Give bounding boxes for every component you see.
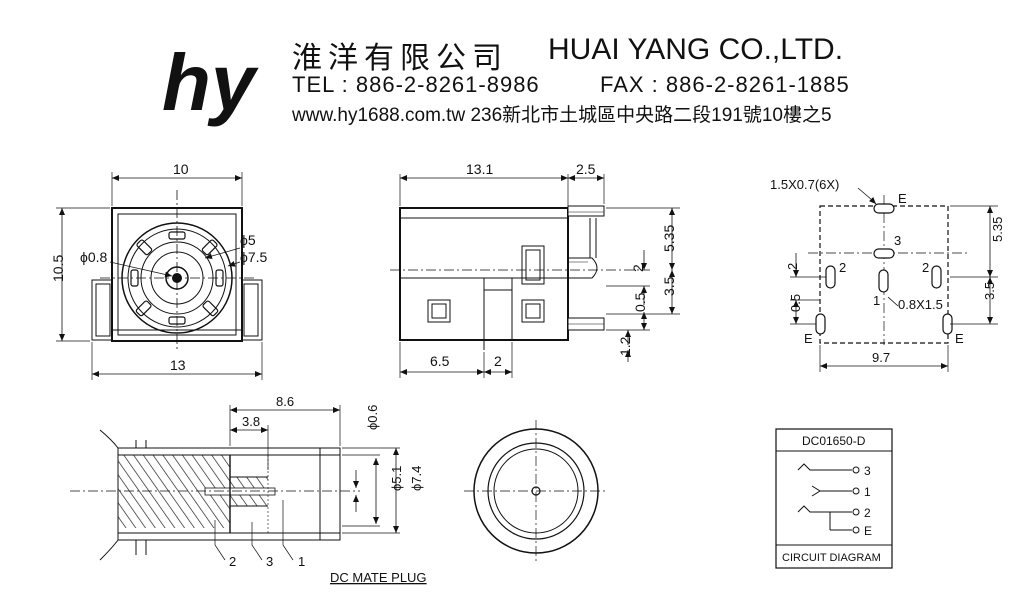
- front-inner-diameter-label: ϕ5: [240, 232, 256, 248]
- side-length-label: 13.1: [466, 161, 493, 177]
- footprint-dim-0-5: 0.5: [788, 294, 803, 312]
- footprint-dim-5-35: 5.35: [990, 217, 1005, 242]
- front-width-bottom-label: 13: [170, 357, 186, 373]
- side-pin-height-label: 0.5: [632, 292, 648, 312]
- circuit-caption: CIRCUIT DIAGRAM: [782, 552, 881, 564]
- footprint-dim-3-5: 3.5: [982, 282, 997, 300]
- footprint-pin-e-left: E: [804, 331, 813, 346]
- circuit-pin-2: 2: [864, 506, 871, 520]
- circuit-pin-3: 3: [864, 464, 871, 478]
- front-height-label: 10.5: [50, 255, 66, 282]
- side-tab-label: 2.5: [576, 161, 596, 177]
- plug-callout-3: 3: [266, 554, 273, 569]
- footprint-pin-1: 1: [873, 293, 880, 308]
- side-view: [390, 174, 680, 378]
- telephone-number: TEL : 886-2-8261-8986: [292, 72, 540, 97]
- plug-callout-2: 2: [229, 554, 236, 569]
- footprint-pin-2-right: 2: [922, 260, 929, 275]
- plug-caption: DC MATE PLUG: [330, 570, 427, 585]
- footprint-pin-2-left: 2: [839, 260, 846, 275]
- circuit-diagram-box: [775, 428, 893, 569]
- front-view: [56, 172, 263, 380]
- side-below-label: 1.2: [617, 336, 633, 356]
- footprint-pin1-note: 0.8X1.5: [898, 297, 943, 312]
- company-logo-icon: hy: [162, 40, 259, 127]
- side-height-low-label: 3.5: [661, 276, 677, 296]
- company-name-chinese: 淮洋有限公司: [292, 42, 508, 75]
- pcb-footprint: [790, 187, 998, 372]
- website-and-address: www.hy1688.com.tw 236新北市土城區中央路二段191號10樓之…: [292, 105, 832, 126]
- dc-mate-plug-section: [70, 405, 400, 561]
- plug-length-inner: 3.8: [242, 414, 260, 429]
- company-name-english: HUAI YANG CO.,LTD.: [548, 33, 844, 66]
- side-bottom-a-label: 6.5: [430, 353, 450, 369]
- circuit-part-number: DC01650-D: [802, 434, 866, 448]
- circuit-pin-1: 1: [864, 485, 871, 499]
- footprint-width-label: 9.7: [872, 350, 890, 365]
- front-width-top-label: 10: [173, 161, 189, 177]
- plug-inner-diameter: ϕ5.1: [389, 466, 404, 491]
- footprint-dim-2: 2: [785, 263, 800, 270]
- side-height-mid-label: 2: [630, 264, 646, 272]
- side-bottom-b-label: 2: [494, 353, 502, 369]
- footprint-pin-3: 3: [894, 233, 901, 248]
- footprint-pin-e-right: E: [955, 331, 964, 346]
- footprint-slot-note: 1.5X0.7(6X): [770, 177, 839, 192]
- plug-pin-diameter: ϕ0.6: [365, 405, 380, 430]
- front-outer-diameter-label: ϕ7.5: [240, 249, 268, 265]
- footprint-pin-e-top: E: [898, 191, 907, 206]
- plug-callout-1: 1: [298, 554, 305, 569]
- logo-text: hy: [162, 40, 259, 127]
- fax-number: FAX : 886-2-8261-1885: [600, 72, 850, 97]
- front-pin-diameter-label: ϕ0.8: [80, 249, 108, 265]
- plug-outer-diameter: ϕ7.4: [409, 466, 424, 491]
- plug-length-total: 8.6: [276, 394, 294, 409]
- plug-end-view: [464, 420, 608, 562]
- side-height-top-label: 5.35: [661, 225, 677, 252]
- circuit-pin-e: E: [864, 524, 872, 538]
